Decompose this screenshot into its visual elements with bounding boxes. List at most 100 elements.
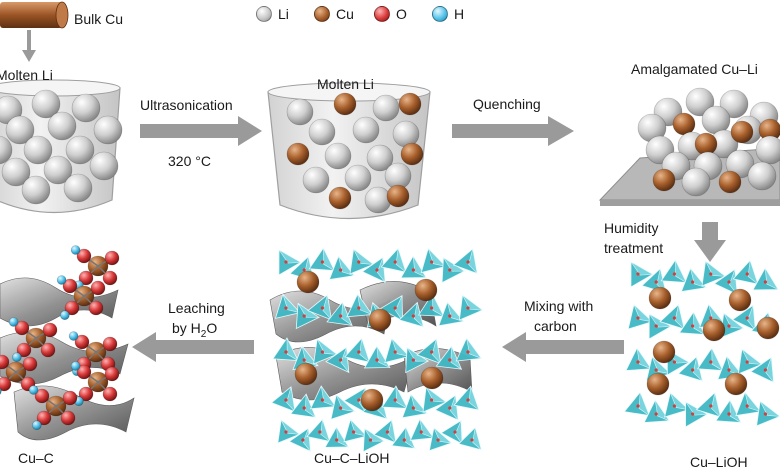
lioh-tetrahedron xyxy=(309,385,337,410)
li-atom xyxy=(47,111,77,141)
li-atom xyxy=(324,142,352,170)
cu-atom xyxy=(718,170,742,194)
li-atom xyxy=(89,151,119,181)
lioh-tetrahedron xyxy=(313,338,338,365)
li-atom xyxy=(308,118,336,146)
legend-label: Li xyxy=(278,6,289,22)
label-cu-c: Cu–C xyxy=(18,450,54,466)
arrow-quenching xyxy=(452,116,574,146)
o-atom xyxy=(14,320,30,336)
h-atom xyxy=(28,385,39,395)
lioh-tetrahedron xyxy=(373,419,397,444)
lioh-tetrahedron xyxy=(434,394,459,422)
lioh-tetrahedron xyxy=(737,348,763,375)
lioh-tetrahedron xyxy=(416,338,442,365)
lioh-tetrahedron xyxy=(401,393,429,419)
o-atom xyxy=(0,354,10,370)
lioh-tetrahedron xyxy=(643,399,671,424)
o-atom xyxy=(40,342,56,358)
lioh-tetrahedron xyxy=(344,337,371,364)
lioh-tetrahedron xyxy=(307,294,332,321)
label-ultrasonication: Ultrasonication xyxy=(140,97,233,113)
h-atom xyxy=(56,275,67,285)
lioh-tetrahedron xyxy=(270,386,296,413)
li-atom xyxy=(23,135,53,165)
down-arrow-rod xyxy=(22,30,36,62)
lioh-tetrahedron xyxy=(349,248,375,275)
li-atom xyxy=(0,135,13,165)
lioh-tetrahedron xyxy=(457,426,482,451)
leaching-o: O xyxy=(206,320,218,336)
lioh-tetrahedron xyxy=(428,426,453,452)
cu-atom xyxy=(294,362,318,386)
lioh-tetrahedron xyxy=(756,400,780,427)
cu-atom xyxy=(648,286,672,310)
lioh-tetrahedron xyxy=(381,385,409,410)
o-atom xyxy=(102,386,118,402)
li-atom xyxy=(1,157,31,187)
legend-label: Cu xyxy=(336,6,354,22)
lioh-tetrahedron xyxy=(685,401,709,428)
cu-atom xyxy=(652,340,676,364)
lioh-tetrahedron xyxy=(274,293,301,319)
label-bulk-cu: Bulk Cu xyxy=(74,11,124,27)
li-atom xyxy=(71,93,101,123)
cu-atom xyxy=(400,142,424,166)
h-atom xyxy=(8,317,19,327)
li-atom xyxy=(366,144,394,172)
lioh-tetrahedron xyxy=(731,304,756,332)
label-mixing-2: carbon xyxy=(534,318,577,334)
o-atom-icon xyxy=(374,6,390,22)
cu-atom xyxy=(756,316,780,340)
lioh-tetrahedron xyxy=(277,419,301,444)
o-atom xyxy=(102,336,118,352)
cu-atom xyxy=(286,142,310,166)
legend-o: O xyxy=(374,6,407,22)
li-atom xyxy=(5,115,35,145)
lioh-tetrahedron xyxy=(391,426,416,450)
o-atom xyxy=(16,342,32,358)
label-molten-li-left: Molten Li xyxy=(0,67,53,83)
carbon-sheet xyxy=(0,277,119,327)
li-atom xyxy=(31,89,61,119)
label-temperature: 320 °C xyxy=(168,153,211,169)
lioh-tetrahedron xyxy=(440,419,463,445)
lioh-tetrahedron xyxy=(664,391,690,418)
arrow-leaching xyxy=(132,332,254,362)
lioh-tetrahedron xyxy=(346,293,373,318)
label-leaching-1: Leaching xyxy=(168,300,225,316)
o-atom xyxy=(104,250,120,266)
cu-atom xyxy=(360,388,384,412)
lioh-tetrahedron xyxy=(325,346,350,374)
li-atom xyxy=(43,155,73,185)
lioh-tetrahedron xyxy=(289,393,317,419)
lioh-tetrahedron xyxy=(455,337,483,362)
label-mixing-1: Mixing with xyxy=(524,298,594,314)
o-atom xyxy=(104,366,120,382)
lioh-tetrahedron xyxy=(326,301,353,327)
lioh-tetrahedron xyxy=(438,301,465,327)
cu-atom xyxy=(333,92,357,116)
o-atom xyxy=(22,356,38,372)
cu-atom-icon xyxy=(314,6,330,22)
li-atom xyxy=(701,105,731,135)
lioh-tetrahedron xyxy=(715,399,742,424)
o-atom xyxy=(90,280,106,296)
li-atom xyxy=(681,167,711,197)
lioh-tetrahedron xyxy=(409,418,435,441)
lioh-tetrahedron xyxy=(713,268,738,296)
cu-atom xyxy=(420,366,444,390)
lioh-tetrahedron xyxy=(420,247,447,274)
o-atom xyxy=(36,410,52,426)
arrow-mixing xyxy=(502,332,624,362)
cu-spheres-middle xyxy=(294,270,444,412)
label-humidity-2: treatment xyxy=(604,240,664,256)
h-atom-icon xyxy=(432,6,448,22)
li-atom xyxy=(286,98,314,126)
amalgam-spheres xyxy=(637,87,780,197)
lioh-tetrahedron xyxy=(749,356,775,384)
lioh-tetrahedron xyxy=(343,418,368,443)
li-atom xyxy=(747,161,777,191)
li-atom xyxy=(344,164,372,192)
